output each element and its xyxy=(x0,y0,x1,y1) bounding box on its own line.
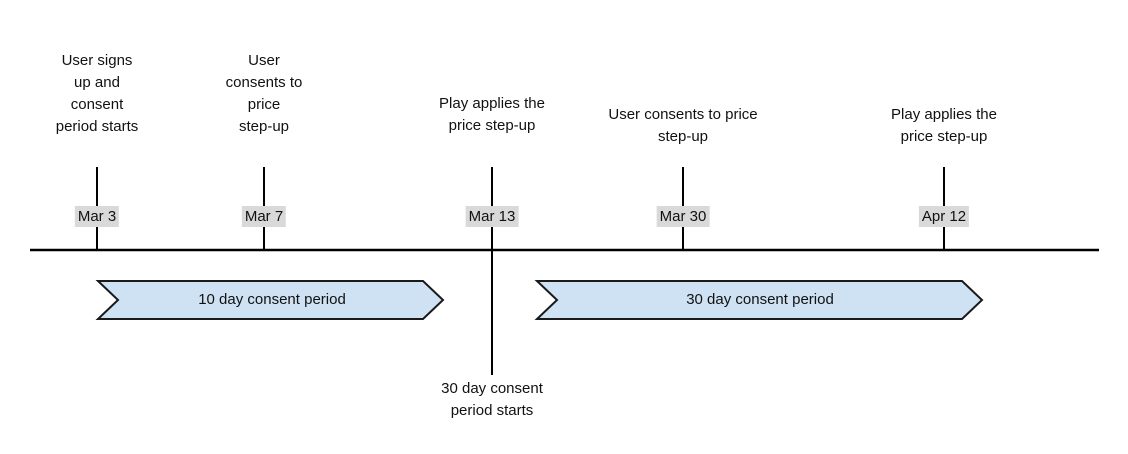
event-label-apply-2: Play applies the price step-up xyxy=(891,106,997,145)
event-label-consent-2: User consents to price step-up xyxy=(608,106,758,145)
event-date-mar-7: Mar 7 xyxy=(241,206,287,227)
event-date-mar-3: Mar 3 xyxy=(74,206,120,227)
period-label-10-day: 10 day consent period xyxy=(198,291,346,308)
period-band-10-day xyxy=(95,280,445,320)
event-date-apr-12: Apr 12 xyxy=(918,206,970,227)
note-30-day-consent-starts: 30 day consent period starts xyxy=(441,380,543,419)
event-label-signup: User signs up and consent period starts xyxy=(55,52,139,135)
event-label-consent-1: User consents to price step-up xyxy=(225,52,303,135)
event-date-mar-30: Mar 30 xyxy=(656,206,710,227)
period-label-30-day: 30 day consent period xyxy=(686,291,834,308)
period-band-30-day xyxy=(534,280,984,320)
event-label-apply-1: Play applies the price step-up xyxy=(439,95,545,134)
event-date-mar-13: Mar 13 xyxy=(465,206,519,227)
